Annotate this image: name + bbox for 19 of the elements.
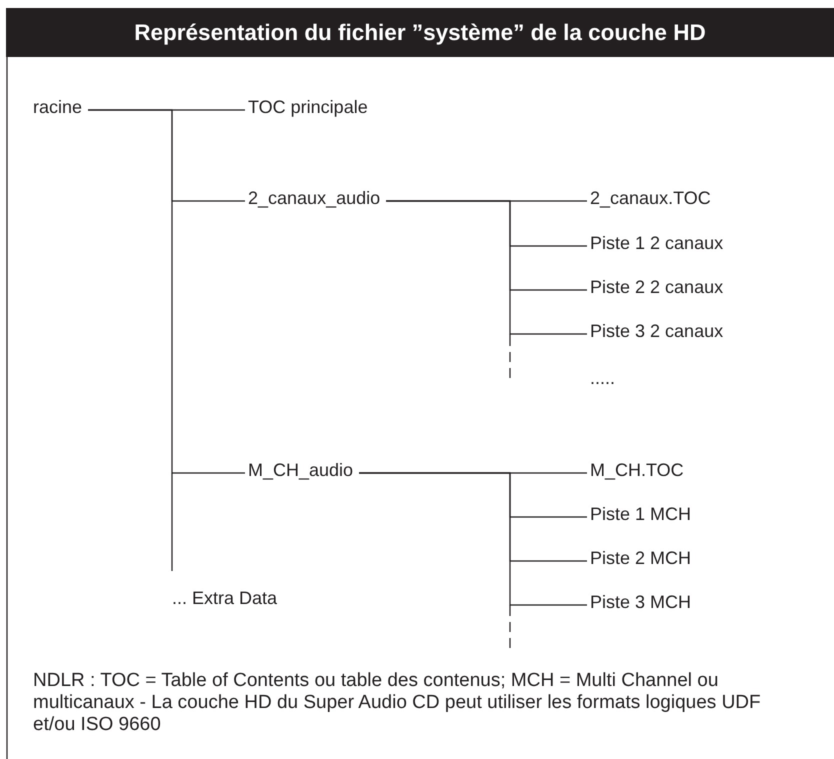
connector-line	[88, 109, 245, 474]
tree-item-label: 2_canaux_audio	[248, 187, 380, 209]
title-bar: Représentation du fichier ”système” de la couche HD	[6, 8, 834, 57]
tree-item-label: Piste 2 MCH	[590, 547, 692, 569]
connector-line	[359, 472, 587, 606]
tree-item-label: 2_canaux.TOC	[590, 187, 711, 209]
tree-item-label: TOC principale	[248, 96, 368, 118]
footnote-text: NDLR : TOC = Table of Contents ou table des contenus; MCH = Multi Channel ou multicanaux - La couche HD du Super Audio CD peut utiliser les formats logiques UDF et/ou ISO 9660	[33, 670, 762, 736]
tree-item-label: Piste 1 MCH	[590, 503, 692, 525]
ellipsis-text: .....	[590, 367, 616, 389]
tree-item-label: M_CH.TOC	[590, 459, 684, 481]
tree-item-label: racine	[33, 96, 82, 118]
tree-item-label: Piste 2 2 canaux	[590, 276, 724, 298]
connector-line	[386, 200, 587, 335]
tree-item-label: Piste 1 2 canaux	[590, 232, 724, 254]
tree-item-label: Piste 3 2 canaux	[590, 320, 724, 342]
tree-item-label: M_CH_audio	[248, 459, 354, 481]
tree-item-label: Piste 3 MCH	[590, 591, 692, 613]
tree-item-label: ... Extra Data	[172, 587, 278, 609]
